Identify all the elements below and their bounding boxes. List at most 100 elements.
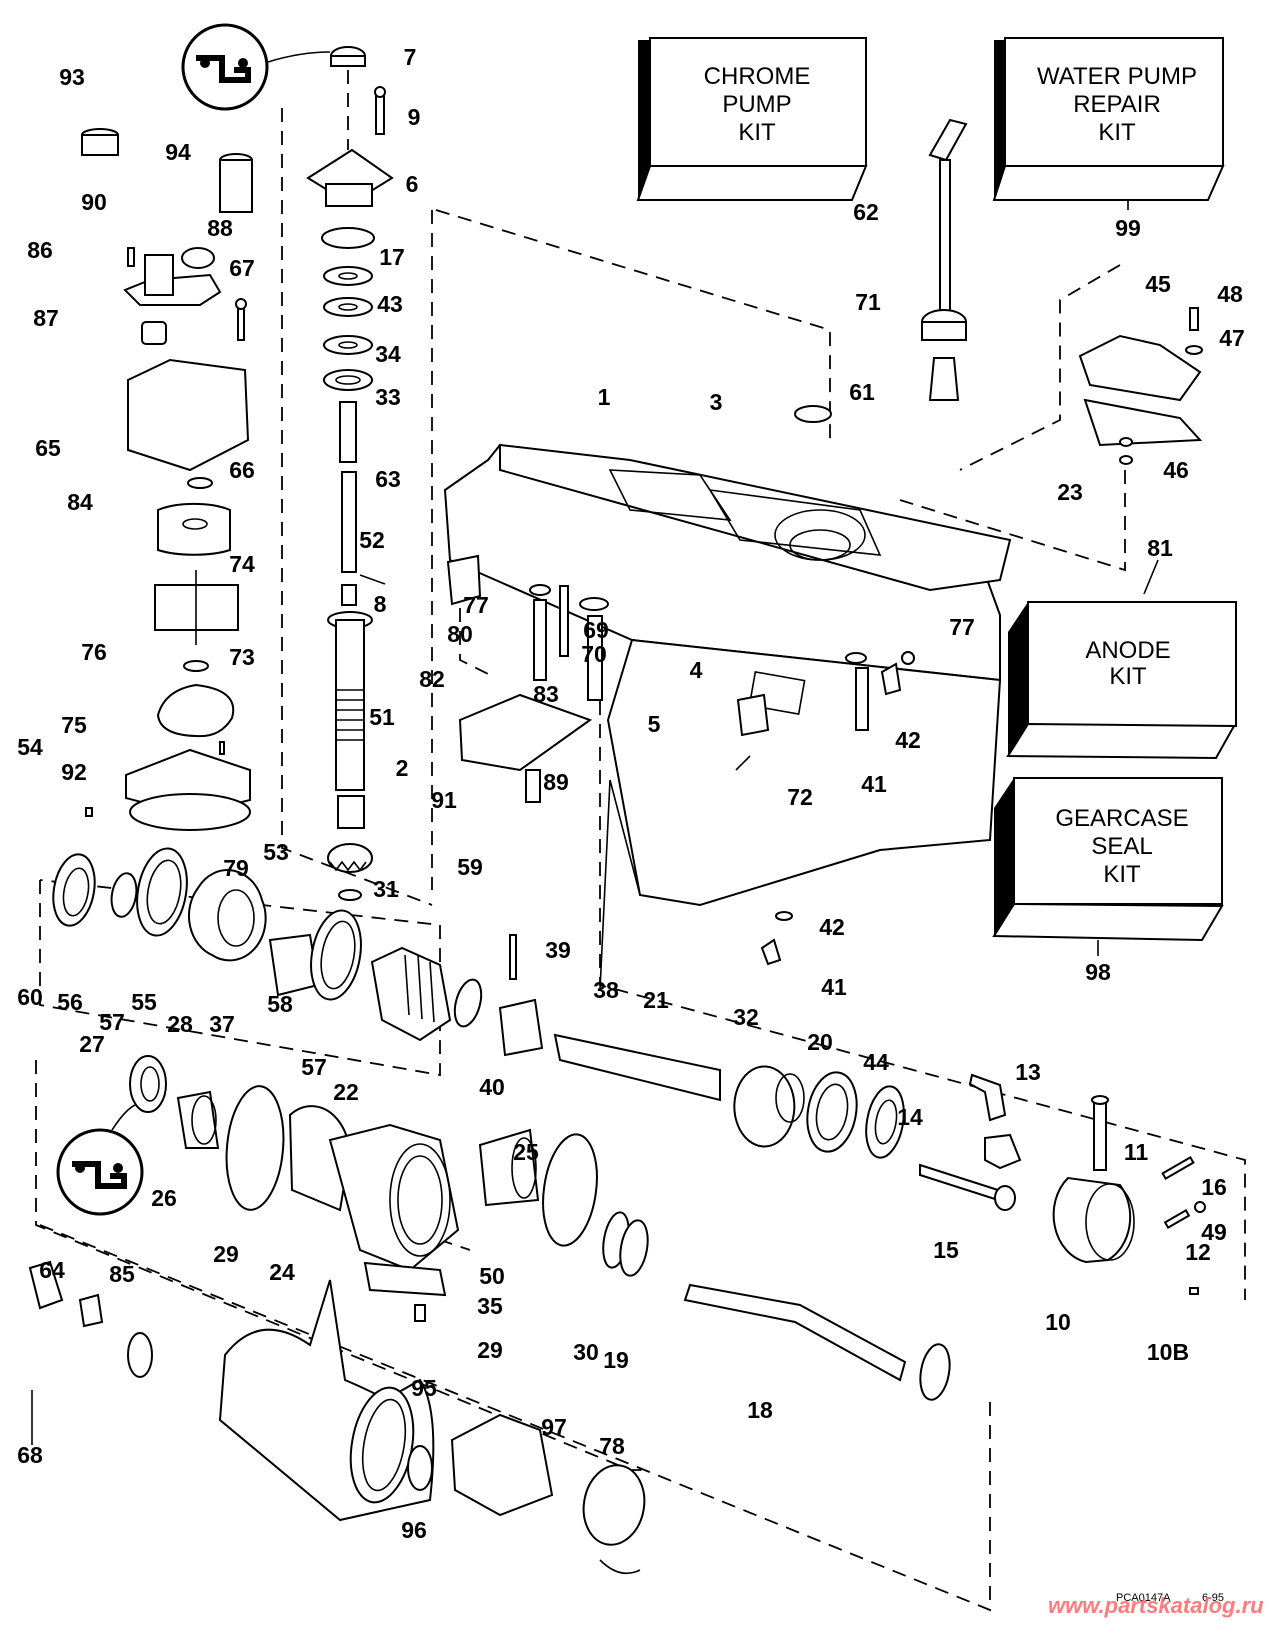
part-callout-6[interactable]: 6: [406, 171, 419, 197]
shift-components[interactable]: [919, 1073, 1206, 1295]
part-callout-68[interactable]: 68: [17, 1442, 43, 1468]
part-callout-10[interactable]: 10: [1045, 1309, 1071, 1335]
part-callout-50[interactable]: 50: [479, 1263, 505, 1289]
part-callout-87[interactable]: 87: [33, 305, 59, 331]
part-callout-34[interactable]: 34: [375, 341, 401, 367]
part-callout-78[interactable]: 78: [599, 1433, 625, 1459]
part-callout-44[interactable]: 44: [863, 1049, 889, 1075]
part-callout-25[interactable]: 25: [513, 1139, 539, 1165]
part-callout-69[interactable]: 69: [583, 617, 609, 643]
part-callout-10B[interactable]: 10B: [1147, 1339, 1189, 1365]
part-callout-2[interactable]: 2: [396, 755, 409, 781]
part-callout-94[interactable]: 94: [165, 139, 191, 165]
part-callout-80[interactable]: 80: [447, 621, 473, 647]
water-pump-assembly[interactable]: [81, 128, 253, 831]
part-callout-96[interactable]: 96: [401, 1517, 427, 1543]
part-callout-83[interactable]: 83: [533, 681, 559, 707]
part-callout-45[interactable]: 45: [1145, 271, 1171, 297]
part-callout-49[interactable]: 49: [1201, 1219, 1227, 1245]
part-callout-61[interactable]: 61: [849, 379, 875, 405]
part-callout-97[interactable]: 97: [541, 1414, 567, 1440]
part-callout-42[interactable]: 42: [819, 914, 845, 940]
part-callout-39[interactable]: 39: [545, 937, 571, 963]
part-callout-18[interactable]: 18: [747, 1397, 773, 1423]
part-callout-9[interactable]: 9: [408, 104, 421, 130]
part-callout-51[interactable]: 51: [369, 704, 395, 730]
part-callout-40[interactable]: 40: [479, 1074, 505, 1100]
part-callout-47[interactable]: 47: [1219, 325, 1245, 351]
part-callout-93[interactable]: 93: [59, 64, 85, 90]
part-callout-20[interactable]: 20: [807, 1029, 833, 1055]
part-callout-37[interactable]: 37: [209, 1011, 235, 1037]
part-callout-19[interactable]: 19: [603, 1347, 629, 1373]
part-callout-55[interactable]: 55: [131, 989, 157, 1015]
part-callout-3[interactable]: 3: [710, 389, 723, 415]
part-callout-7[interactable]: 7: [404, 44, 417, 70]
part-callout-48[interactable]: 48: [1217, 281, 1243, 307]
part-callout-13[interactable]: 13: [1015, 1059, 1041, 1085]
part-callout-31[interactable]: 31: [373, 876, 399, 902]
part-callout-65[interactable]: 65: [35, 435, 61, 461]
part-callout-28[interactable]: 28: [167, 1011, 193, 1037]
part-callout-21[interactable]: 21: [643, 987, 669, 1013]
part-callout-17[interactable]: 17: [379, 244, 405, 270]
part-callout-71[interactable]: 71: [855, 289, 881, 315]
part-callout-29[interactable]: 29: [477, 1337, 503, 1363]
part-callout-15[interactable]: 15: [933, 1237, 959, 1263]
part-callout-84[interactable]: 84: [67, 489, 93, 515]
part-callout-77[interactable]: 77: [463, 592, 489, 618]
part-callout-66[interactable]: 66: [229, 457, 255, 483]
part-callout-11[interactable]: 11: [1124, 1139, 1149, 1165]
kit-water-pump-repair[interactable]: WATER PUMP REPAIR KIT 99: [992, 37, 1225, 241]
part-callout-42[interactable]: 42: [895, 727, 921, 753]
part-callout-41[interactable]: 41: [821, 974, 847, 1000]
part-callout-24[interactable]: 24: [269, 1259, 295, 1285]
part-callout-23[interactable]: 23: [1057, 479, 1083, 505]
watermark-link[interactable]: www.partskatalog.ru: [1048, 1593, 1264, 1618]
kit-gearcase-seal[interactable]: GEARCASE SEAL KIT 98: [992, 777, 1224, 985]
part-callout-43[interactable]: 43: [377, 291, 403, 317]
part-callout-8[interactable]: 8: [374, 591, 387, 617]
kit-anode[interactable]: ANODE KIT 81: [1006, 535, 1237, 760]
part-callout-90[interactable]: 90: [81, 189, 107, 215]
part-callout-1[interactable]: 1: [598, 384, 611, 410]
part-callout-92[interactable]: 92: [61, 759, 87, 785]
part-callout-76[interactable]: 76: [81, 639, 107, 665]
part-callout-75[interactable]: 75: [61, 712, 87, 738]
part-callout-72[interactable]: 72: [787, 784, 813, 810]
part-callout-14[interactable]: 14: [897, 1104, 923, 1130]
part-callout-54[interactable]: 54: [17, 734, 43, 760]
part-callout-63[interactable]: 63: [375, 466, 401, 492]
part-callout-57[interactable]: 57: [301, 1054, 327, 1080]
part-callout-33[interactable]: 33: [375, 384, 401, 410]
part-callout-53[interactable]: 53: [263, 839, 289, 865]
part-callout-62[interactable]: 62: [853, 199, 879, 225]
part-callout-4[interactable]: 4: [690, 657, 703, 683]
part-callout-64[interactable]: 64: [39, 1257, 65, 1283]
part-callout-85[interactable]: 85: [109, 1261, 135, 1287]
forward-gear-assembly[interactable]: [48, 845, 909, 1161]
part-callout-22[interactable]: 22: [333, 1079, 359, 1105]
part-callout-38[interactable]: 38: [593, 977, 619, 1003]
part-callout-73[interactable]: 73: [229, 644, 255, 670]
bearing-housing-and-propshaft[interactable]: [129, 1055, 954, 1402]
part-callout-91[interactable]: 91: [431, 787, 457, 813]
gearcase-housing[interactable]: [443, 443, 1012, 991]
part-callout-95[interactable]: 95: [411, 1375, 437, 1401]
part-callout-26[interactable]: 26: [151, 1185, 177, 1211]
part-callout-57[interactable]: 57: [99, 1009, 125, 1035]
part-callout-5[interactable]: 5: [648, 711, 661, 737]
part-callout-29[interactable]: 29: [213, 1241, 239, 1267]
propeller-assembly[interactable]: [28, 1260, 650, 1575]
part-callout-12[interactable]: 12: [1185, 1239, 1211, 1265]
part-callout-56[interactable]: 56: [57, 989, 83, 1015]
part-callout-79[interactable]: 79: [223, 855, 249, 881]
part-callout-70[interactable]: 70: [581, 641, 607, 667]
kit-chrome-pump[interactable]: CHROME PUMP KIT: [636, 37, 868, 201]
part-callout-52[interactable]: 52: [359, 527, 385, 553]
part-callout-41[interactable]: 41: [861, 771, 887, 797]
part-callout-77[interactable]: 77: [949, 614, 975, 640]
part-callout-46[interactable]: 46: [1163, 457, 1189, 483]
part-callout-35[interactable]: 35: [477, 1293, 503, 1319]
part-callout-74[interactable]: 74: [229, 551, 255, 577]
